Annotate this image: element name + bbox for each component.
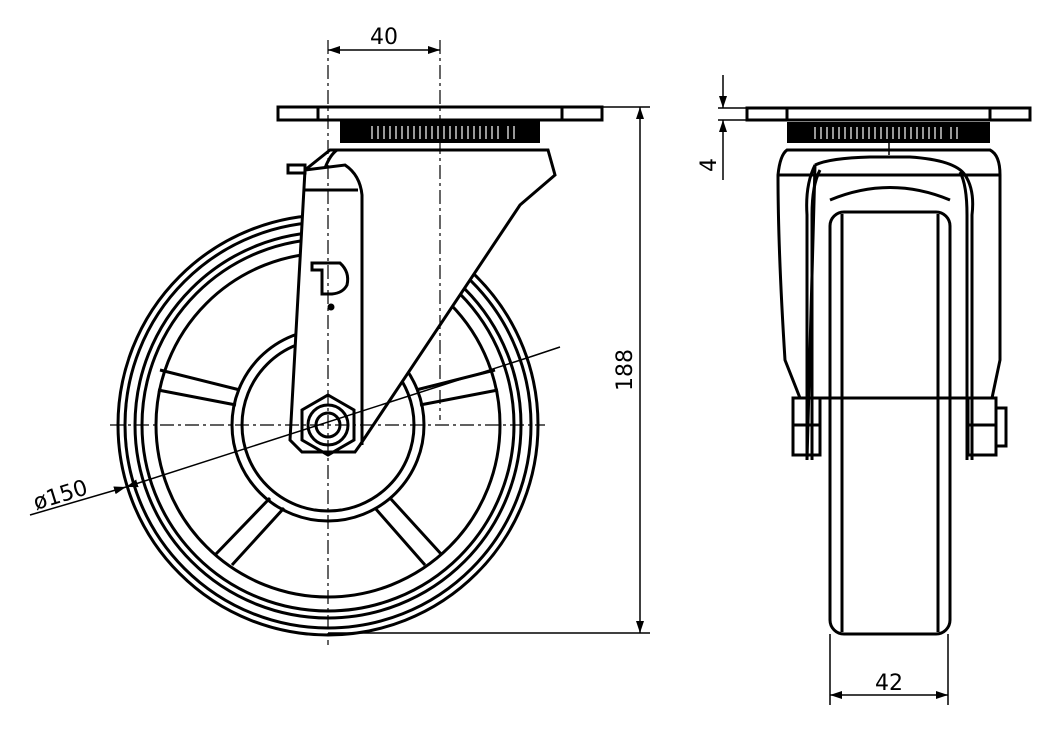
dimension-height: 188	[328, 106, 650, 634]
fork	[286, 148, 557, 454]
wheel-spokes	[157, 368, 499, 567]
top-plate	[276, 105, 604, 143]
front-axle	[791, 396, 1008, 457]
dimension-wheel-width-label: 42	[875, 671, 903, 696]
front-top-plate	[745, 106, 1032, 155]
dimension-diameter-label: ø150	[30, 476, 90, 516]
center-lines	[110, 40, 545, 645]
dimension-offset-label: 40	[370, 25, 398, 50]
dimension-plate-thickness-label: 4	[697, 158, 722, 172]
front-wheel	[828, 210, 952, 636]
front-fork	[776, 148, 1002, 461]
dimension-offset: 40	[328, 25, 440, 54]
dimension-height-label: 188	[613, 349, 638, 391]
side-view	[110, 40, 604, 645]
logo	[310, 261, 350, 311]
dimension-plate-thickness: 4	[697, 75, 747, 180]
dimension-wheel-width: 42	[829, 634, 949, 705]
front-view	[745, 106, 1032, 636]
